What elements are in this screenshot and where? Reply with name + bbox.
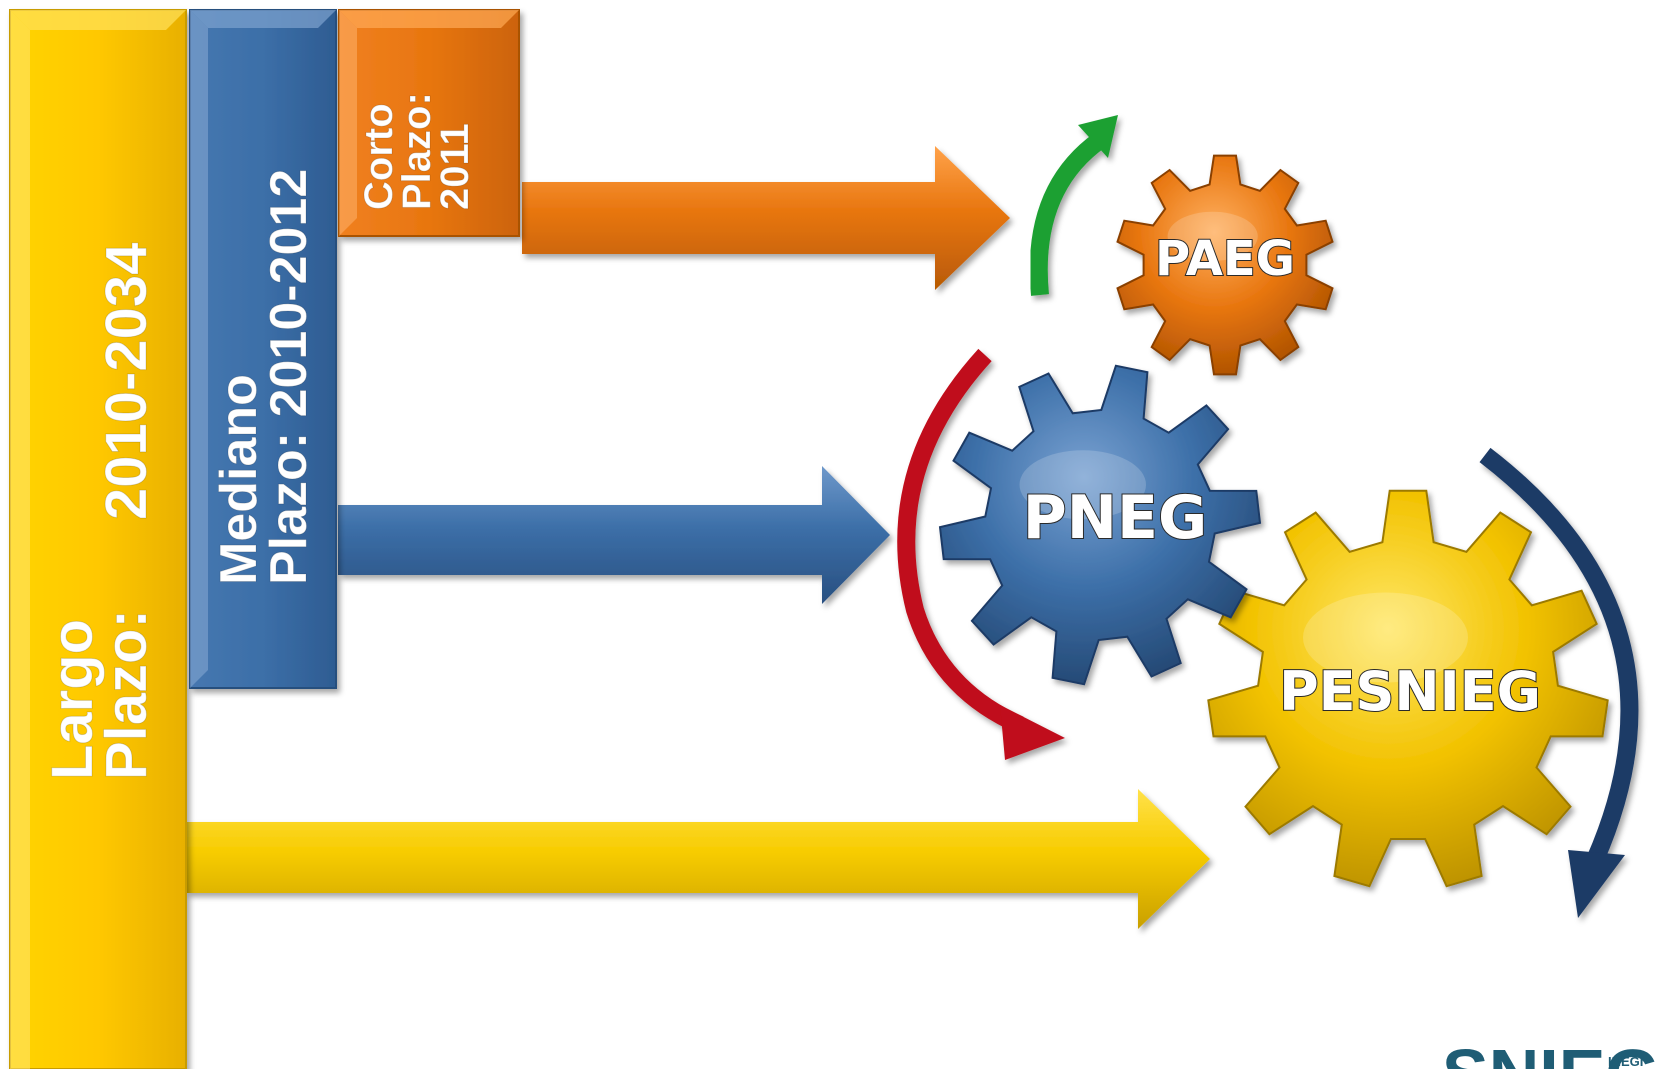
short-term-label: Corto Plazo: 2011 — [357, 92, 478, 211]
cycle-arrow-navy — [1479, 447, 1639, 918]
gear-paeg — [1116, 154, 1334, 376]
short-term-line2: Plazo: — [395, 92, 439, 210]
gear-paeg-label: PAEG — [1155, 231, 1295, 287]
logo-small-text: INEGI — [1608, 1054, 1643, 1069]
gear-pneg-body — [938, 364, 1262, 686]
gear-pesnieg-highlight — [1303, 592, 1468, 683]
long-term-line2: Plazo: — [94, 609, 159, 780]
long-term-years: 2010-2034 — [94, 243, 159, 520]
bar-short-term — [338, 9, 520, 237]
logo-main-text: SNIEG — [1442, 1035, 1660, 1069]
gear-pesnieg-label: PESNIEG — [1279, 660, 1541, 723]
medium-term-label: Mediano Plazo: 2010-2012 — [210, 168, 319, 585]
gear-pesnieg — [1207, 489, 1609, 888]
short-term-line1: Corto — [357, 103, 401, 210]
gear-pesnieg-body — [1207, 489, 1609, 888]
medium-term-line1: Mediano — [210, 374, 268, 585]
bar-medium-term — [189, 9, 337, 689]
arrow-medium-term — [338, 466, 890, 604]
long-term-label: Largo Plazo: — [40, 609, 160, 781]
gear-paeg-highlight — [1167, 211, 1258, 261]
long-term-years-group: 2010-2034 — [94, 242, 160, 520]
medium-term-line2: Plazo: 2010-2012 — [260, 169, 318, 585]
cycle-arrow-red — [897, 348, 1065, 760]
long-term-line1: Largo — [40, 619, 105, 780]
arrow-short-term — [522, 146, 1010, 290]
gear-pneg-highlight — [1019, 450, 1146, 520]
cycle-arrow-green — [1029, 115, 1118, 296]
short-term-line3: 2011 — [433, 123, 477, 210]
arrow-long-term — [186, 789, 1210, 929]
gear-pneg-label: PNEG — [1023, 483, 1207, 553]
gear-paeg-body — [1116, 154, 1334, 376]
bar-long-term — [9, 9, 187, 1069]
sneig-logo: SNIEG INEGI — [1442, 1035, 1660, 1069]
gear-pneg — [938, 364, 1262, 686]
